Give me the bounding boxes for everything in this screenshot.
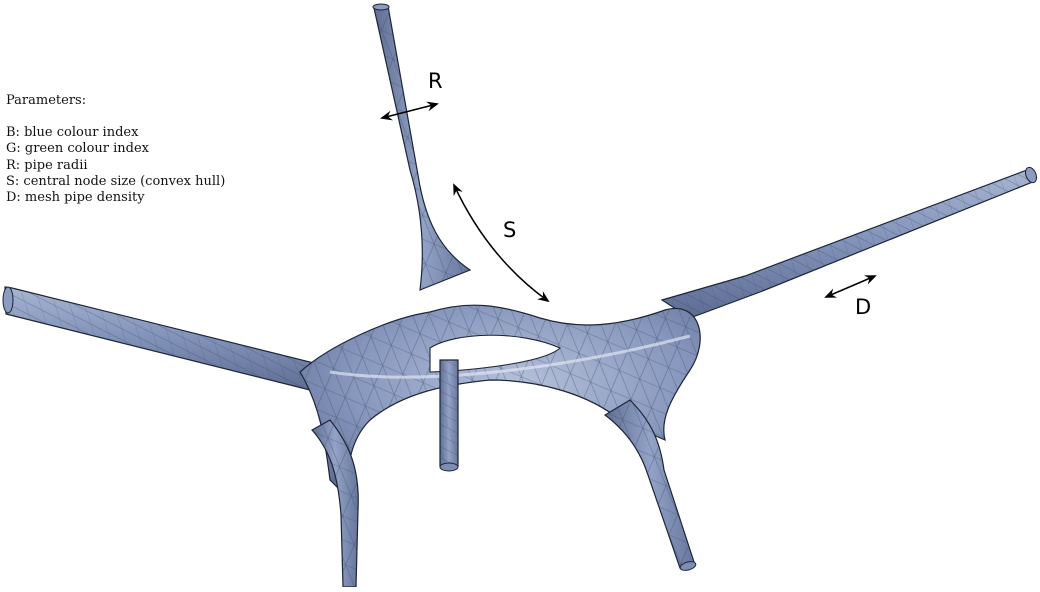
- radius-arrow: [382, 104, 437, 118]
- left-pipe-arm: [3, 287, 330, 392]
- node-size-label: S: [503, 218, 516, 242]
- parameters-legend: Parameters: B: blue colour index G: gree…: [6, 93, 225, 206]
- central-node: [300, 305, 700, 500]
- density-annotation: D: [826, 276, 875, 319]
- parameters-title: Parameters:: [6, 93, 225, 109]
- legend-item-g: G: green colour index: [6, 141, 225, 157]
- right-pipe-arm: [662, 166, 1039, 318]
- legend-item-r: R: pipe radii: [6, 158, 225, 174]
- inner-short-pipe: [440, 360, 458, 471]
- node-size-annotation: S: [454, 185, 548, 301]
- density-label: D: [855, 295, 871, 319]
- radius-label: R: [428, 69, 443, 93]
- legend-item-d: D: mesh pipe density: [6, 190, 225, 206]
- legend-item-b: B: blue colour index: [6, 125, 225, 141]
- node-size-arrow: [454, 185, 548, 301]
- legend-item-s: S: central node size (convex hull): [6, 174, 225, 190]
- density-arrow: [826, 276, 875, 297]
- top-pipe-arm: [373, 4, 470, 290]
